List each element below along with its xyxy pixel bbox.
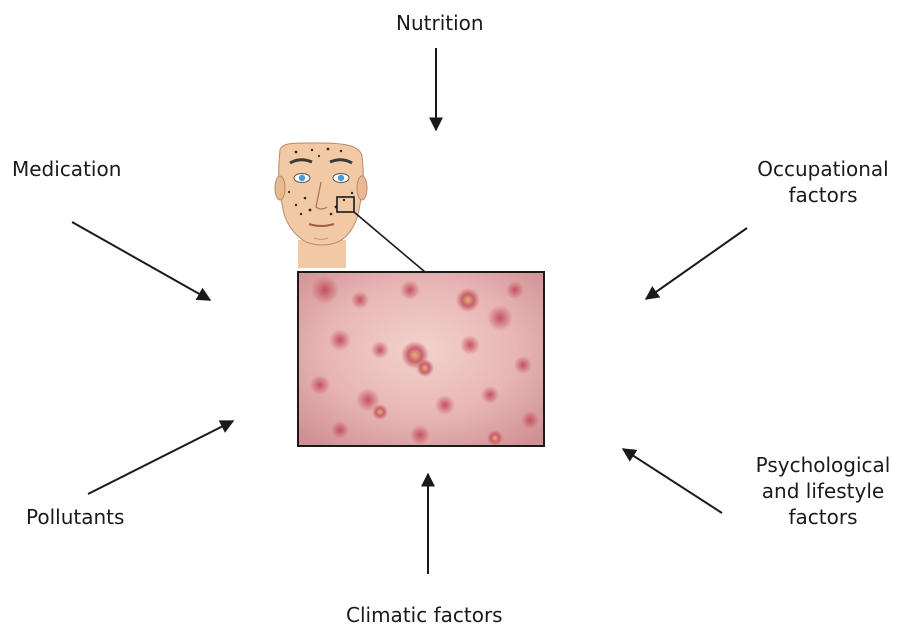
factor-psychological-line-3: factors — [748, 504, 898, 530]
factor-occupational-label: Occupational factors — [748, 156, 898, 208]
arrow-medication — [72, 222, 210, 300]
factor-occupational-line-2: factors — [748, 182, 898, 208]
face-illustration — [275, 143, 425, 272]
factor-climatic-label: Climatic factors — [346, 602, 503, 628]
factor-nutrition-label: Nutrition — [396, 10, 484, 36]
arrow-psychological — [623, 449, 722, 513]
factor-pollutants-label: Pollutants — [26, 504, 124, 530]
factor-medication-label: Medication — [12, 156, 121, 182]
factor-psychological-line-2: and lifestyle — [748, 478, 898, 504]
arrow-occupational — [646, 228, 747, 299]
factor-psychological-label: Psychological and lifestyle factors — [748, 452, 898, 530]
arrow-pollutants — [88, 421, 233, 494]
factor-occupational-line-1: Occupational — [748, 156, 898, 182]
skin-closeup-photo — [298, 272, 544, 446]
factor-psychological-line-1: Psychological — [748, 452, 898, 478]
